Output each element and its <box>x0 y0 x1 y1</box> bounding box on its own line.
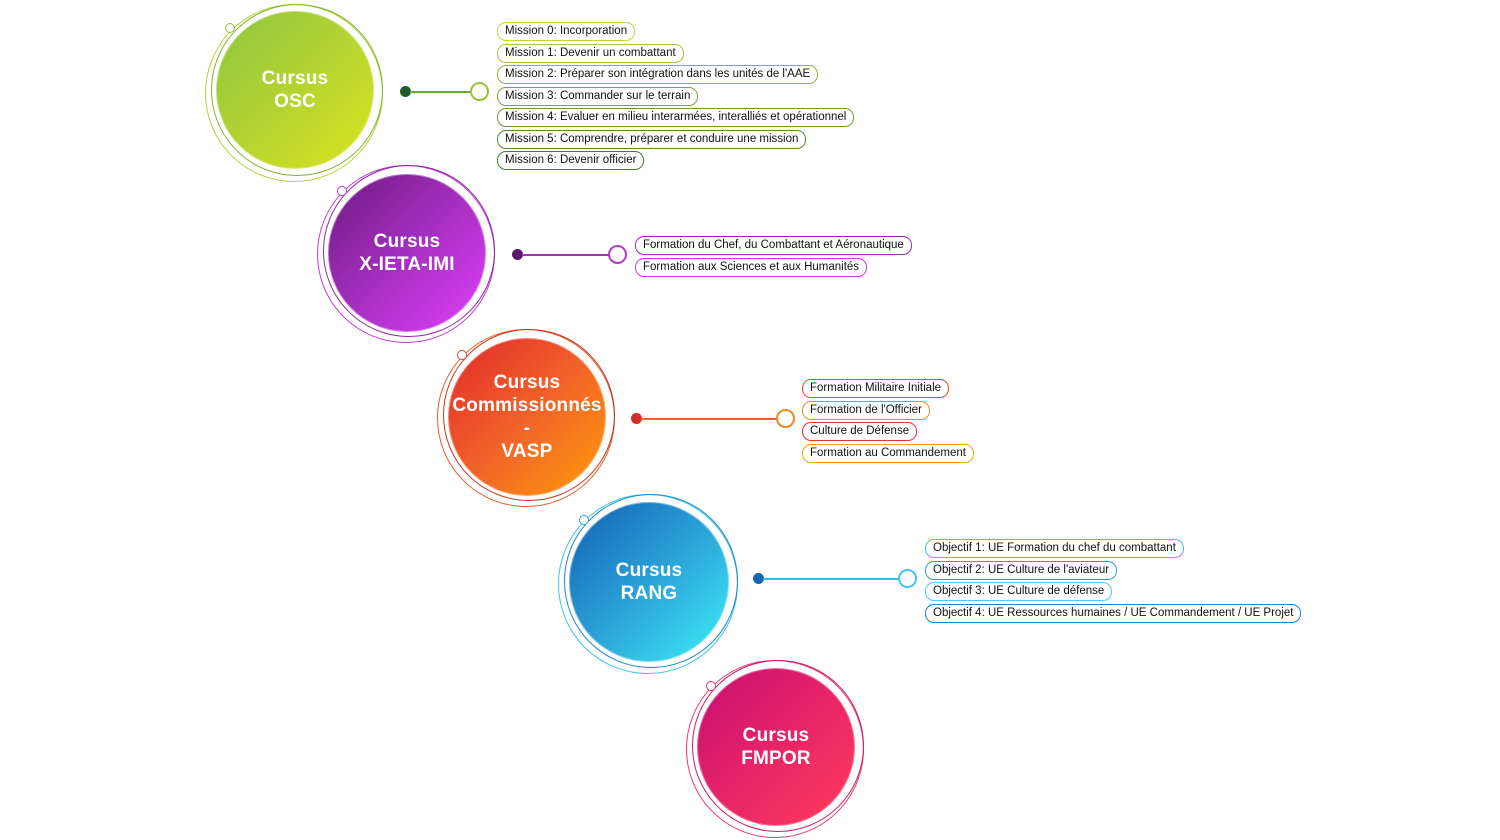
list-item[interactable]: Formation Militaire Initiale <box>802 379 950 398</box>
connector-line <box>410 91 472 93</box>
ring-knob <box>706 681 716 691</box>
ring-knob <box>225 23 235 33</box>
list-item[interactable]: Objectif 1: UE Formation du chef du comb… <box>925 539 1184 558</box>
connector-line <box>641 418 779 420</box>
list-item[interactable]: Mission 4: Evaluer en milieu interarmées… <box>497 108 855 127</box>
connector-hub <box>776 409 795 428</box>
cursus-title-line: OSC <box>274 91 316 112</box>
outer-ring-inner <box>211 4 383 176</box>
list-item[interactable]: Mission 5: Comprendre, préparer et condu… <box>497 129 807 149</box>
x-ieta-imi-items: Formation du Chef, du Combattant et Aéro… <box>635 236 912 277</box>
cursus-osc-node[interactable]: Cursus OSC <box>216 11 374 169</box>
connector-dot <box>631 413 642 424</box>
list-item[interactable]: Mission 0: Incorporation <box>497 22 636 41</box>
list-item[interactable]: Objectif 3: UE Culture de défense <box>925 582 1113 601</box>
cursus-x-ieta-imi-node[interactable]: Cursus X-IETA-IMI <box>328 174 486 332</box>
connector-dot <box>753 573 764 584</box>
commissionnes-items: Formation Militaire Initiale Formation d… <box>802 379 974 463</box>
cursus-title-line: Cursus <box>261 68 329 89</box>
cursus-title-line: - <box>523 418 531 439</box>
ring-knob <box>579 515 589 525</box>
connector-line <box>763 578 901 580</box>
outer-ring-inner <box>323 165 495 337</box>
connector-hub <box>608 245 627 264</box>
list-item[interactable]: Objectif 2: UE Culture de l'aviateur <box>925 560 1118 580</box>
list-item[interactable]: Formation aux Sciences et aux Humanités <box>635 257 868 277</box>
connector-hub <box>898 569 917 588</box>
outer-ring-inner <box>564 494 738 668</box>
cursus-title-line: VASP <box>501 441 553 462</box>
cursus-title-line: Cursus <box>742 725 810 746</box>
list-item[interactable]: Formation de l'Officier <box>802 400 930 420</box>
outer-ring-inner <box>692 660 864 832</box>
cursus-title-line: Cursus <box>615 560 683 581</box>
list-item[interactable]: Mission 3: Commander sur le terrain <box>497 86 699 106</box>
connector-line <box>522 254 612 256</box>
cursus-fmpor-node[interactable]: Cursus FMPOR <box>697 668 855 826</box>
list-item[interactable]: Mission 2: Préparer son intégration dans… <box>497 65 819 84</box>
cursus-title-line: FMPOR <box>741 748 811 769</box>
list-item[interactable]: Formation du Chef, du Combattant et Aéro… <box>635 236 912 255</box>
outer-ring-inner <box>443 329 615 501</box>
list-item[interactable]: Mission 1: Devenir un combattant <box>497 43 684 63</box>
connector-dot <box>512 249 523 260</box>
osc-items: Mission 0: Incorporation Mission 1: Deve… <box>497 22 855 170</box>
cursus-commissionnes-vasp-node[interactable]: Cursus Commissionnés - VASP <box>448 338 606 496</box>
ring-knob <box>337 186 347 196</box>
rang-items: Objectif 1: UE Formation du chef du comb… <box>925 539 1302 623</box>
list-item[interactable]: Formation au Commandement <box>802 443 974 463</box>
ring-knob <box>457 350 467 360</box>
list-item[interactable]: Culture de Défense <box>802 422 918 441</box>
list-item[interactable]: Mission 6: Devenir officier <box>497 151 645 170</box>
list-item[interactable]: Objectif 4: UE Ressources humaines / UE … <box>925 603 1302 623</box>
connector-dot <box>400 86 411 97</box>
cursus-title-line: RANG <box>620 583 678 604</box>
cursus-title-line: Cursus <box>493 372 561 393</box>
connector-hub <box>470 82 489 101</box>
cursus-rang-node[interactable]: Cursus RANG <box>569 502 729 662</box>
cursus-title-line: Cursus <box>373 231 441 252</box>
cursus-title-line: Commissionnés <box>452 395 602 416</box>
cursus-title-line: X-IETA-IMI <box>359 254 455 275</box>
